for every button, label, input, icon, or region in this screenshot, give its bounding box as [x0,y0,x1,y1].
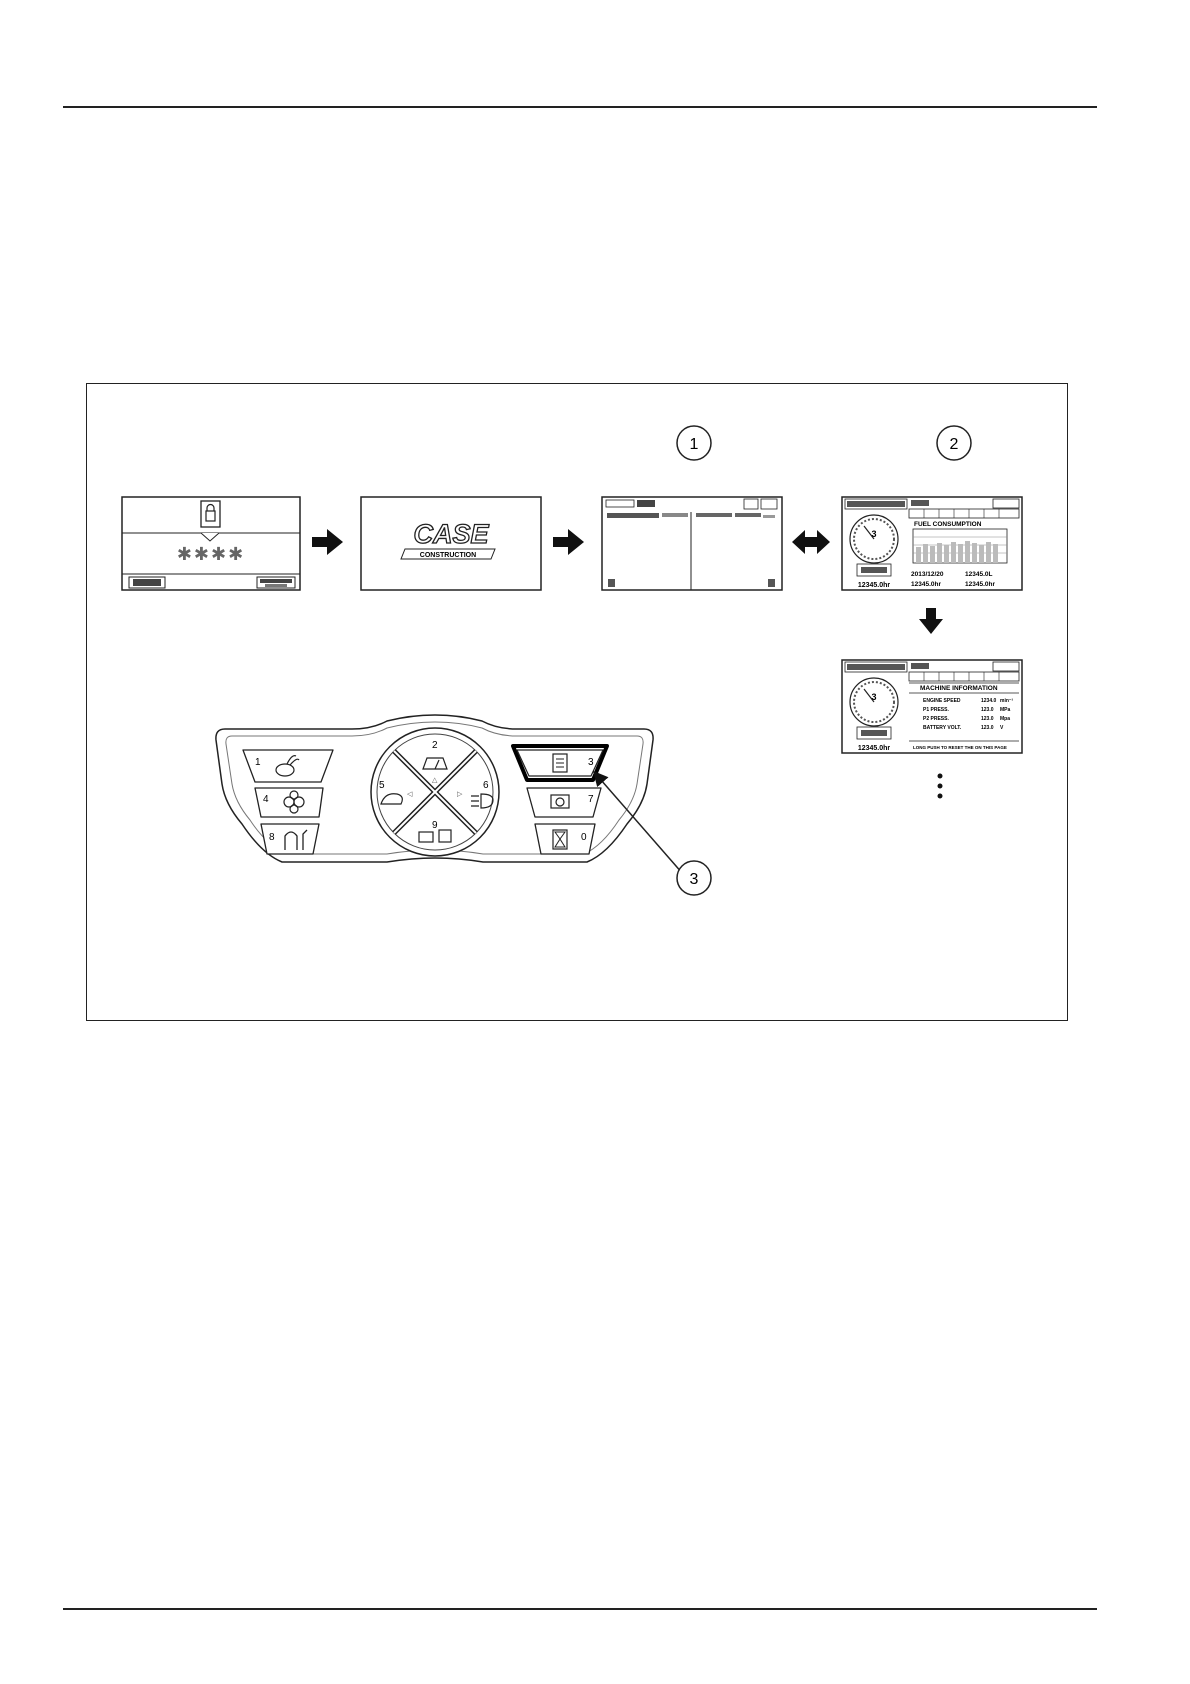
machine-row-3-unit: Mpa [1000,716,1010,722]
arrow-right-1 [312,529,343,555]
figure-frame: 1 2 ✱✱✱✱ CASE CONSTRUCTION [86,383,1068,1021]
fuel-consumption-screen: 3 12345.0hr FUEL CONSUMPTION 2013/12/20 … [842,497,1022,590]
monitor-keypad-panel: 1 4 8 [216,715,653,862]
svg-text:3: 3 [871,529,876,539]
svg-text:0: 0 [581,832,587,843]
case-logo-text: CASE [413,519,489,549]
fuel-screen-hour-meter: 12345.0hr [858,582,891,589]
svg-text:1: 1 [255,757,261,768]
svg-text:3: 3 [871,692,876,702]
machine-screen-title: MACHINE INFORMATION [920,685,998,692]
svg-text:4: 4 [263,794,269,805]
key-8-attachment[interactable]: 8 [261,824,319,854]
machine-row-4-label: BATTERY VOLT. [923,725,962,731]
top-rule [63,106,1097,108]
key-4-flowers[interactable]: 4 [255,788,323,817]
svg-text:5: 5 [379,780,385,791]
callout-1-label: 1 [690,436,699,453]
callout-1: 1 [677,426,711,460]
machine-screen-hour-meter: 12345.0hr [858,745,891,752]
callout-3: 3 [677,861,711,895]
machine-row-1-label: ENGINE SPEED [923,698,961,704]
fuel-screen-title: FUEL CONSUMPTION [914,521,982,528]
arrow-right-2 [553,529,584,555]
main-split-screen [602,497,782,590]
svg-text:2: 2 [432,740,438,751]
machine-information-screen: 3 12345.0hr MACHINE INFORMATION ENGINE S… [842,660,1022,753]
machine-row-2-label: P1 PRESS. [923,707,949,713]
logo-screen: CASE CONSTRUCTION [361,497,541,590]
masked-password: ✱✱✱✱ [177,544,245,564]
machine-row-4-value: 123.0 [981,725,994,731]
continuation-dots [938,774,943,799]
svg-text:3: 3 [588,757,594,768]
svg-text:◁: ◁ [407,791,413,798]
key-0-hourglass[interactable]: 0 [535,824,595,854]
fuel-screen-value-a: 12345.0L [965,571,992,578]
information-menu-icon [553,754,567,772]
machine-row-2-unit: MPa [1000,707,1011,713]
svg-text:△: △ [432,777,438,784]
center-dial: 2 △ 5 ◁ 6 ▷ 9 [371,728,499,856]
svg-text:8: 8 [269,832,275,843]
svg-text:7: 7 [588,794,594,805]
fuel-screen-value-c: 12345.0hr [965,581,995,588]
key-7-camera[interactable]: 7 [527,788,601,817]
svg-text:9: 9 [432,820,438,831]
svg-text:6: 6 [483,780,489,791]
password-screen: ✱✱✱✱ [122,497,300,590]
monitor-flow-diagram: 1 2 ✱✱✱✱ CASE CONSTRUCTION [87,384,1069,1022]
machine-row-2-value: 123.0 [981,707,994,713]
fuel-screen-date: 2013/12/20 [911,571,944,578]
svg-text:▷: ▷ [457,791,463,798]
case-logo-subtext: CONSTRUCTION [420,552,476,559]
bottom-rule [63,1608,1097,1610]
arrow-down [919,608,943,634]
callout-2-label: 2 [950,436,959,453]
key-1-rabbit[interactable]: 1 [243,750,333,782]
machine-row-1-unit: min⁻¹ [1000,698,1014,704]
arrow-double [792,530,830,554]
machine-row-3-value: 123.0 [981,716,994,722]
machine-row-1-value: 1234.0 [981,698,997,704]
lock-icon [201,501,220,527]
machine-screen-footer: LONG PUSH TO RESET THE ON THIS PAGE [913,745,1007,750]
callout-3-label: 3 [690,871,699,888]
machine-row-3-label: P2 PRESS. [923,716,949,722]
callout-2: 2 [937,426,971,460]
fuel-screen-value-b: 12345.0hr [911,581,941,588]
